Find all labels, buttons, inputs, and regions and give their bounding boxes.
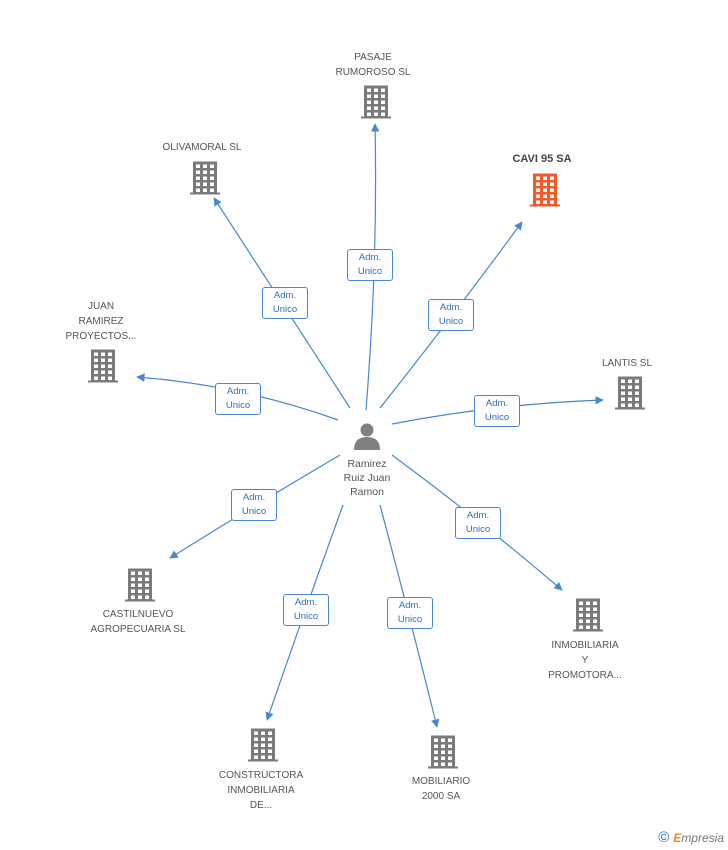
relation-label: Adm. Unico	[231, 489, 277, 521]
relation-label: Adm. Unico	[262, 287, 308, 319]
company-building-icon[interactable]	[88, 349, 118, 383]
company-building-icon[interactable]	[530, 173, 560, 207]
company-name[interactable]: CASTILNUEVO AGROPECUARIA SL	[90, 609, 186, 635]
person-icon[interactable]	[354, 423, 380, 451]
company-name[interactable]: CAVI 95 SA	[512, 153, 572, 165]
relation-label: Adm. Unico	[455, 507, 501, 539]
company-building-icon[interactable]	[125, 568, 155, 602]
company-building-icon[interactable]	[190, 161, 220, 195]
relation-label: Adm. Unico	[387, 597, 433, 629]
company-name[interactable]: LANTIS SL	[601, 358, 653, 369]
relation-label: Adm. Unico	[428, 299, 474, 331]
relation-label: Adm. Unico	[215, 383, 261, 415]
company-building-icon[interactable]	[428, 735, 458, 769]
company-building-icon[interactable]	[573, 598, 603, 632]
empresia-logo: ©Empresia	[658, 829, 724, 846]
company-name[interactable]: INMOBILIARIA Y PROMOTORA...	[548, 640, 622, 681]
company-name[interactable]: OLIVAMORAL SL	[162, 142, 242, 153]
relation-label: Adm. Unico	[347, 249, 393, 281]
relation-label: Adm. Unico	[283, 594, 329, 626]
person-name[interactable]: Ramirez Ruiz Juan Ramon	[343, 458, 391, 498]
company-building-icon[interactable]	[361, 85, 391, 119]
company-building-icon[interactable]	[615, 376, 645, 410]
company-name[interactable]: CONSTRUCTORA INMOBILIARIA DE...	[218, 770, 304, 811]
company-name[interactable]: JUAN RAMIREZ PROYECTOS...	[65, 301, 137, 342]
company-name[interactable]: MOBILIARIO 2000 SA	[411, 776, 471, 802]
company-building-icon[interactable]	[248, 728, 278, 762]
company-name[interactable]: PASAJE RUMOROSO SL	[335, 52, 411, 78]
relation-label: Adm. Unico	[474, 395, 520, 427]
